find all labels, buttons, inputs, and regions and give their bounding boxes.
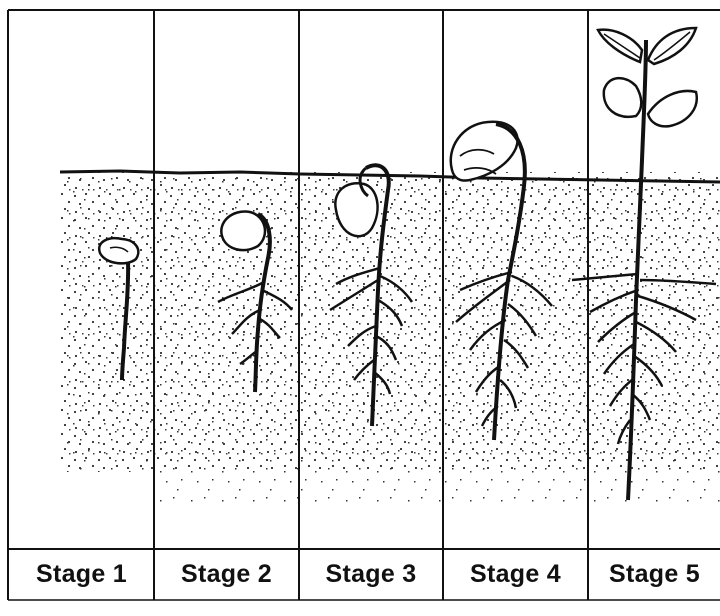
stage-5-cotyledon-left xyxy=(604,78,641,117)
soil-region xyxy=(60,172,720,502)
stage-1-label: Stage 1 xyxy=(10,552,153,596)
stage-3-label: Stage 3 xyxy=(300,552,442,596)
stage-2-label: Stage 2 xyxy=(155,552,298,596)
stage-5-cotyledon-right xyxy=(648,91,697,126)
stage-5-label: Stage 5 xyxy=(589,552,720,596)
stage-2-seed xyxy=(221,212,265,251)
stage-1-seed xyxy=(99,238,138,263)
stage-4-label: Stage 4 xyxy=(444,552,587,596)
